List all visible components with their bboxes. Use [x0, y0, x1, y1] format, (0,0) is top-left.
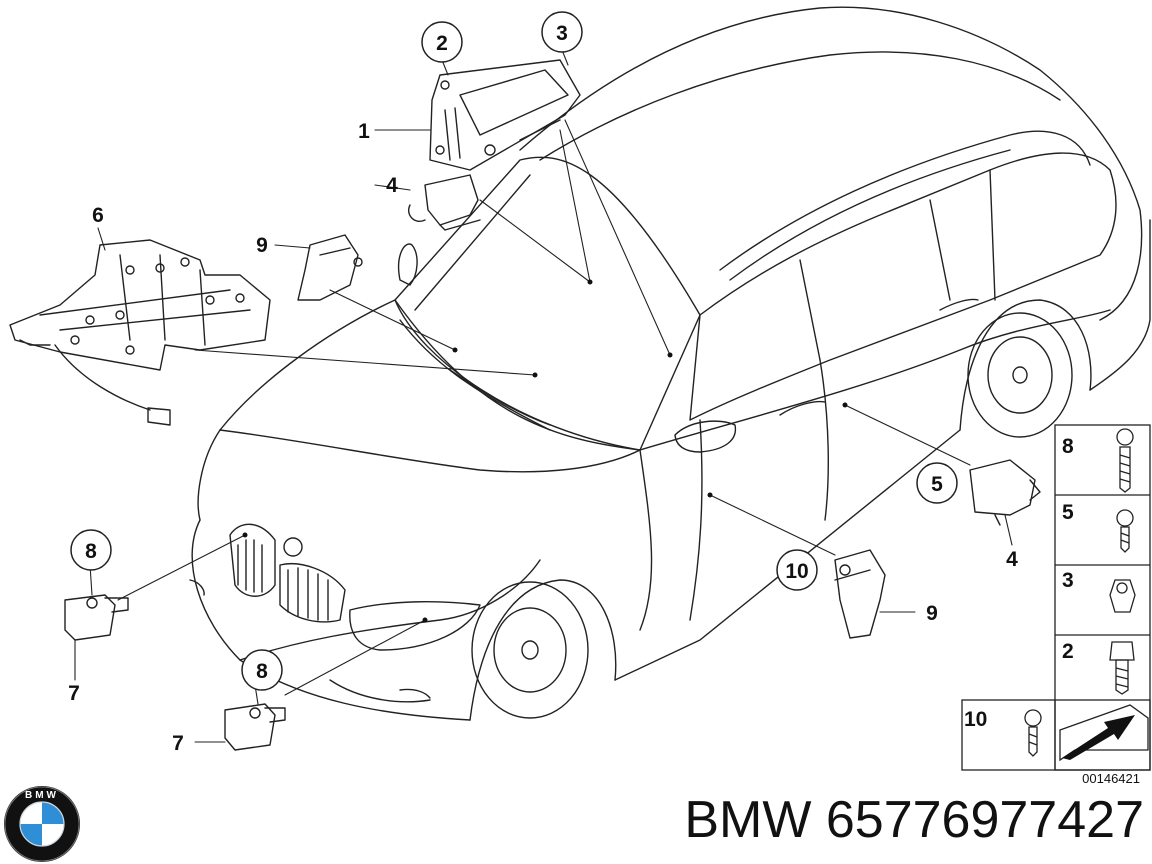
- sensor-part-4-top: [408, 174, 481, 231]
- callout-4-side-label: 4: [1006, 548, 1018, 571]
- callout-6-label: 6: [92, 204, 104, 227]
- legend-item-10: 10: [964, 708, 987, 731]
- leader-dots: [242, 279, 848, 623]
- diagram-id: 00146421: [1082, 771, 1140, 786]
- callout-8-upper-label: 8: [85, 540, 97, 563]
- callout-1-label: 1: [358, 120, 370, 143]
- fasteners-legend: 8 5 3 2 10: [961, 424, 1151, 771]
- part-number-title: BMW 65776977427: [684, 791, 1144, 849]
- callout-8-lower-label: 8: [256, 660, 268, 683]
- bmw-logo: BMW: [4, 786, 80, 862]
- callout-7-lower-label: 7: [172, 732, 184, 755]
- front-sensor-upper: [64, 594, 129, 641]
- legend-item-2: 2: [1062, 640, 1074, 663]
- logo-lettering: BMW: [25, 790, 59, 801]
- sensor-part-5: [969, 459, 1041, 526]
- sensor-part-10: [834, 549, 886, 639]
- leader-lines: [74, 44, 1013, 743]
- callout-4-top-label: 4: [386, 174, 398, 197]
- seat-mat-part-6: [9, 239, 271, 426]
- control-unit-part: [429, 59, 581, 171]
- legend-item-5: 5: [1062, 501, 1074, 524]
- callout-7-upper-label: 7: [68, 682, 80, 705]
- roundel-quarters: [19, 801, 65, 847]
- front-sensor-lower: [224, 703, 286, 751]
- legend-item-3: 3: [1062, 569, 1074, 592]
- callout-circles: [70, 11, 958, 691]
- callout-10-label: 10: [785, 560, 808, 583]
- callout-3-label: 3: [556, 22, 568, 45]
- car-illustration: [189, 6, 1151, 721]
- callout-9-top-label: 9: [256, 234, 268, 257]
- callout-5-label: 5: [931, 473, 943, 496]
- legend-item-8: 8: [1062, 435, 1074, 458]
- pointer-arrow-icon: [1059, 704, 1149, 762]
- callout-9-side-label: 9: [926, 602, 938, 625]
- callout-2-label: 2: [436, 32, 448, 55]
